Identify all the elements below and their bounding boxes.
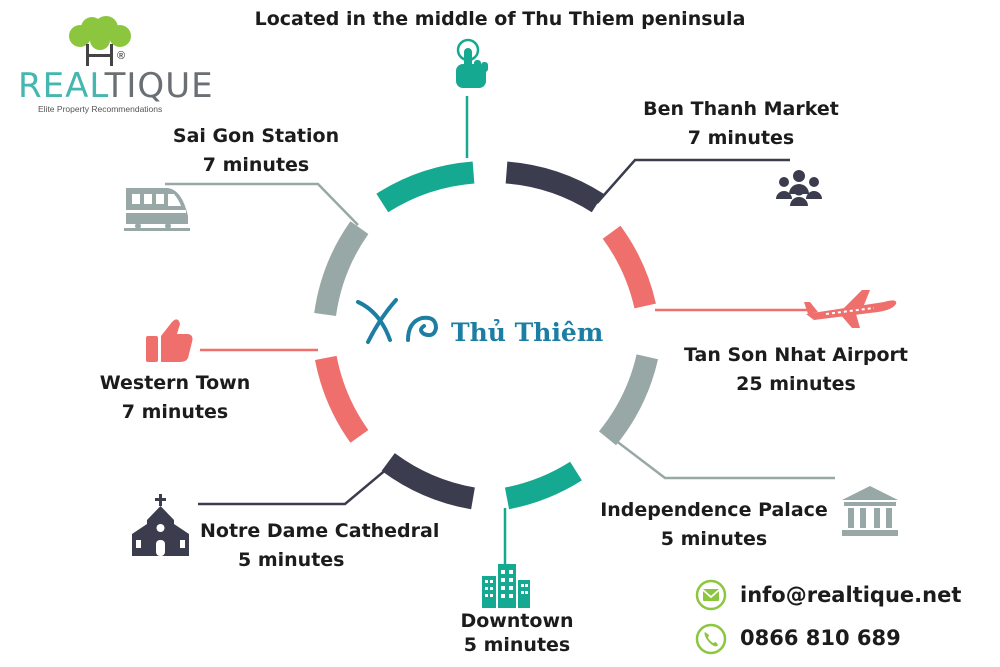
label-western-town: Western Town 7 minutes — [88, 369, 262, 427]
train-icon — [124, 188, 190, 231]
ring-segment-top-right — [505, 161, 604, 213]
label-airport: Tan Son Nhat Airport 25 minutes — [676, 341, 916, 399]
connector-ben-thanh — [596, 158, 790, 204]
center-logo-name: Thủ Thiêm — [451, 318, 604, 347]
destination-name: Sai Gon Station — [172, 125, 340, 147]
museum-icon — [842, 486, 898, 536]
brand-tagline: Elite Property Recommendations — [38, 104, 163, 114]
brand-name-part1: REAL — [18, 66, 105, 106]
destination-name: Downtown — [460, 610, 574, 632]
destination-time: 7 minutes — [121, 401, 229, 423]
brand-logo-mark — [69, 16, 131, 66]
phone-icon — [695, 623, 727, 655]
thumbs-up-icon — [146, 319, 193, 362]
contact-email[interactable]: info@realtique.net — [740, 583, 962, 607]
email-icon — [695, 579, 727, 611]
buildings-icon — [482, 564, 530, 608]
connector-independence — [614, 439, 835, 480]
connector-saigon-station — [165, 182, 359, 226]
label-downtown: Downtown 5 minutes — [447, 609, 587, 657]
destination-time: 5 minutes — [463, 634, 571, 656]
destination-time: 5 minutes — [238, 549, 345, 571]
label-saigon-station: Sai Gon Station 7 minutes — [166, 122, 346, 180]
label-ben-thanh: Ben Thanh Market 7 minutes — [630, 95, 852, 153]
ring-segment-bottom-left — [381, 453, 476, 510]
destination-time: 7 minutes — [687, 127, 795, 149]
tap-hand-icon — [456, 38, 488, 88]
destination-name: Ben Thanh Market — [643, 98, 839, 120]
brand-name: REALTIQUE — [18, 66, 214, 106]
ring-segment-right-upper — [602, 225, 656, 309]
ring-segment-top — [376, 161, 475, 213]
center-logo-swirl-icon — [356, 298, 439, 344]
connector-notre-dame — [198, 467, 389, 506]
team-icon — [776, 170, 822, 206]
destination-name: Notre Dame Cathedral — [200, 520, 440, 542]
contact-phone[interactable]: 0866 810 689 — [740, 626, 901, 650]
destination-time: 7 minutes — [202, 154, 310, 176]
destination-time: 5 minutes — [660, 528, 768, 550]
destination-name: Western Town — [99, 372, 251, 394]
label-notre-dame: Notre Dame Cathedral 5 minutes — [200, 517, 450, 575]
registered-mark: ® — [117, 50, 126, 62]
destination-name: Tan Son Nhat Airport — [684, 344, 908, 366]
destination-time: 25 minutes — [736, 373, 856, 395]
label-independence: Independence Palace 5 minutes — [592, 496, 836, 554]
ring-segment-left-lower — [314, 355, 369, 443]
destination-name: Independence Palace — [600, 499, 828, 521]
brand-name-part2: TIQUE — [104, 66, 214, 106]
ring-segment-bottom-right — [504, 461, 582, 510]
ring-segment-left-upper — [314, 221, 369, 317]
ring-segment-right-lower — [598, 354, 659, 446]
center-logo: Thủ Thiêm — [347, 296, 637, 350]
church-icon — [132, 494, 189, 556]
headline: Located in the middle of Thu Thiem penin… — [254, 8, 746, 30]
airplane-icon — [804, 290, 897, 328]
